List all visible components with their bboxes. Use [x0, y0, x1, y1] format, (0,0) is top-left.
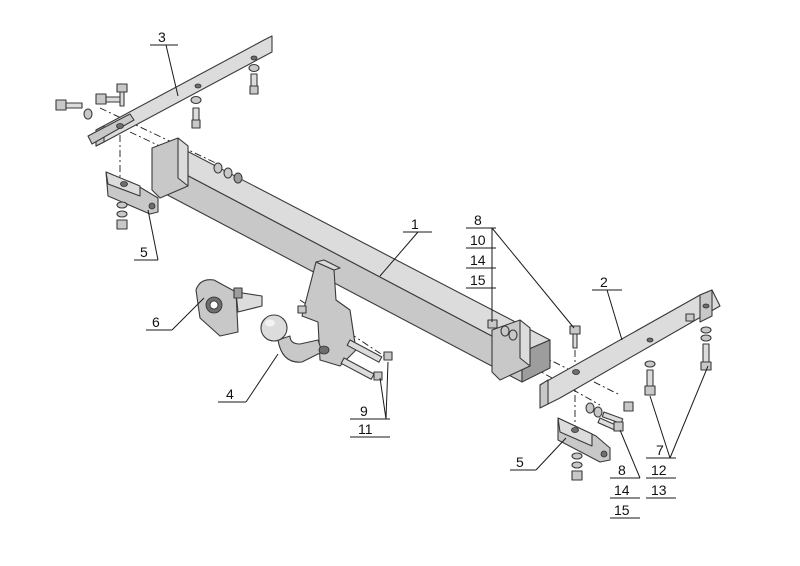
callout-7: 7: [656, 442, 664, 458]
callout-labels: 3 1 2 5 6 4 9 11 8 10 14 15 5 7 12 13 8 …: [140, 29, 667, 518]
callout-14-top: 14: [470, 252, 486, 268]
part-5-left-plate: [105, 171, 159, 215]
washers-right-axis: [487, 319, 518, 341]
nut-center: [297, 305, 307, 314]
fasteners: [55, 63, 712, 481]
callout-6: 6: [152, 314, 160, 330]
callout-8-top: 8: [474, 212, 482, 228]
part-3-left-bracket: [87, 35, 273, 147]
bolt-center-1: [346, 339, 393, 363]
bolt-left-2: [95, 93, 123, 105]
callout-15-top: 15: [470, 272, 486, 288]
bolt-left-3: [116, 83, 128, 107]
nut-right-lower: [571, 452, 583, 481]
part-5-right-plate: [557, 417, 611, 463]
callout-10: 10: [470, 232, 486, 248]
part-1-crossbar: [151, 137, 551, 383]
callout-12: 12: [651, 462, 667, 478]
callout-13: 13: [651, 482, 667, 498]
bolt-center-2: [340, 357, 383, 381]
washers-left-axis: [213, 162, 243, 184]
part-4-tow-ball: [260, 259, 357, 367]
callout-5-right: 5: [516, 454, 524, 470]
callout-2: 2: [600, 274, 608, 290]
callout-11: 11: [358, 421, 373, 437]
callout-4: 4: [226, 386, 234, 402]
callout-8-bottom: 8: [618, 462, 626, 478]
bolt-right-lower-2: [597, 417, 624, 432]
callout-14-bottom: 14: [614, 482, 630, 498]
part-6-socket-bracket: [195, 279, 263, 337]
bolt-right-top: [569, 325, 581, 349]
callout-15-bottom: 15: [614, 502, 630, 518]
bolt-left-1: [55, 99, 93, 120]
callout-3: 3: [158, 29, 166, 45]
nut-left-lower: [116, 201, 128, 230]
callout-leaders: [134, 44, 709, 519]
nut-left-top: [248, 63, 260, 95]
bolt-right-lower-1: [585, 401, 634, 425]
callout-9: 9: [360, 403, 368, 419]
nut-left-center: [190, 95, 202, 129]
callout-1: 1: [411, 216, 419, 232]
callout-5-left: 5: [140, 244, 148, 260]
part-2-right-bracket: [539, 289, 721, 409]
bolts-right-vertical: [644, 313, 712, 396]
